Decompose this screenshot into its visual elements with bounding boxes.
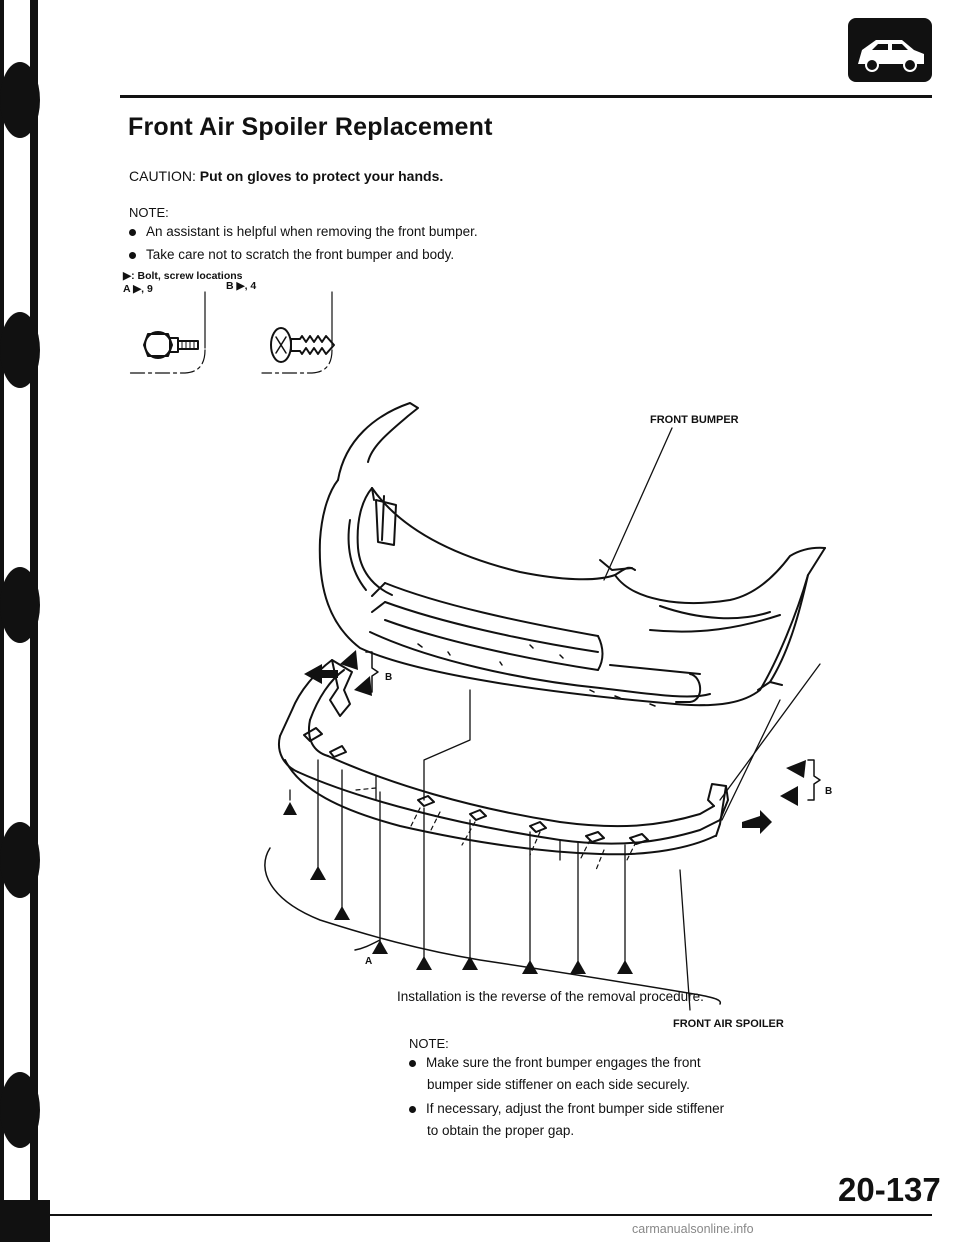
- caution-text: Put on gloves to protect your hands.: [199, 168, 444, 184]
- installation-note-item-cont: bumper side stiffener on each side secur…: [427, 1077, 690, 1092]
- fastener-a-label: A ▶, 9: [123, 283, 153, 295]
- installation-text: Installation is the reverse of the remov…: [397, 989, 704, 1004]
- bullet-icon: [129, 228, 136, 236]
- caution-line: CAUTION: Put on gloves to protect your h…: [129, 168, 443, 184]
- binding-hole: [0, 62, 40, 1148]
- installation-note-item: If necessary, adjust the front bumper si…: [409, 1101, 724, 1116]
- removal-note-heading: NOTE:: [129, 205, 169, 220]
- page-number: 20-137: [838, 1171, 941, 1208]
- bolt-arrow-b-right: [742, 759, 821, 834]
- front-air-spoiler-label: FRONT AIR SPOILER: [673, 1018, 784, 1030]
- bullet-icon: [129, 251, 136, 259]
- watermark: carmanualsonline.info: [632, 1222, 754, 1236]
- installation-note-heading: NOTE:: [409, 1036, 449, 1051]
- bullet-icon: [409, 1105, 416, 1113]
- fastener-b-callout-right: B: [825, 786, 833, 797]
- caution-label: CAUTION:: [129, 168, 196, 184]
- car-body-section-icon: [848, 18, 932, 82]
- page-title: Front Air Spoiler Replacement: [128, 113, 493, 141]
- header-rule: [120, 95, 932, 98]
- removal-note-item: Take care not to scratch the front bumpe…: [129, 247, 454, 262]
- bolt-arrow-b-left: [304, 650, 379, 696]
- fastener-legend: ▶: Bolt, screw locations: [123, 270, 243, 282]
- fastener-b-callout-left: B: [385, 672, 393, 683]
- fastener-guide-lines: [289, 689, 626, 966]
- installation-note-item-cont: to obtain the proper gap.: [427, 1123, 575, 1138]
- front-air-spoiler: [278, 659, 729, 871]
- self-tapping-screw-icon: [261, 291, 335, 374]
- fastener-b-label: B ▶, 4: [226, 280, 257, 292]
- installation-note-item: Make sure the front bumper engages the f…: [409, 1055, 701, 1070]
- bolt-arrow-a: [283, 802, 633, 974]
- binding-strip: [0, 0, 50, 1242]
- fastener-a-callout: A: [365, 956, 373, 967]
- removal-note-item: An assistant is helpful when removing th…: [129, 224, 478, 239]
- front-bumper: [318, 402, 826, 707]
- flange-bolt-icon: [127, 291, 206, 374]
- bullet-icon: [409, 1059, 416, 1067]
- leader-lines: [603, 427, 821, 1011]
- footer-rule: [36, 1214, 932, 1216]
- front-bumper-label: FRONT BUMPER: [650, 414, 739, 426]
